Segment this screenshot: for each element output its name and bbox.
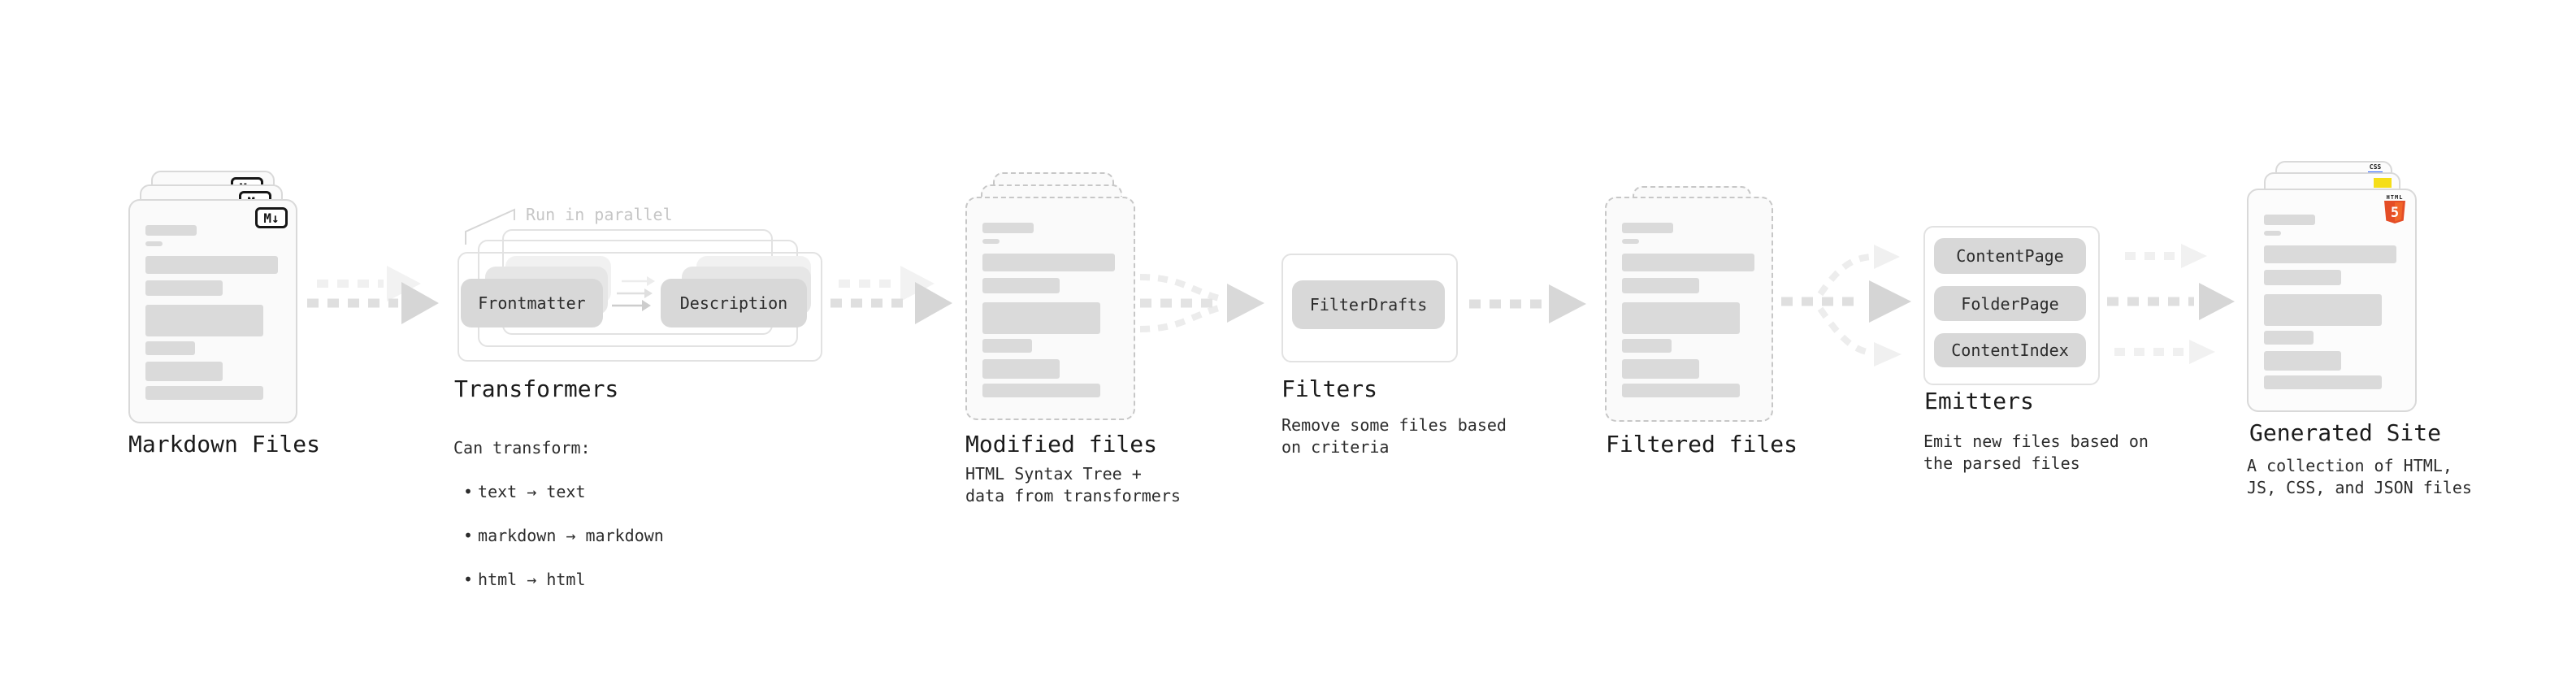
emitters-panel — [1923, 226, 2100, 385]
text-line-placeholder — [1622, 223, 1673, 233]
text-line-placeholder — [2264, 231, 2281, 236]
generated-site-title: Generated Site — [2249, 419, 2442, 446]
css-label: CSS — [2369, 163, 2382, 171]
text-line-placeholder — [145, 362, 223, 381]
text-line-placeholder — [982, 254, 1115, 271]
transformers-title: Transformers — [454, 375, 619, 402]
modified-file-card-front — [965, 197, 1135, 420]
arrow-modified-to-filters — [1139, 274, 1264, 332]
text-line-placeholder — [2264, 375, 2382, 389]
filters-title: Filters — [1281, 375, 1378, 402]
html5-number: 5 — [2391, 205, 2399, 221]
text-line-placeholder — [2264, 351, 2341, 371]
text-line-placeholder — [1622, 339, 1672, 353]
html5-shield: 5 — [2384, 201, 2405, 223]
arrow-transformers-to-modified — [830, 266, 952, 324]
bullet-line: •html → html — [453, 569, 664, 591]
bullet-line: •text → text — [453, 481, 664, 503]
arrow-markdown-to-transformers — [307, 266, 439, 324]
filters-panel — [1281, 254, 1458, 362]
transformers-description: Can transform: •text → text •markdown → … — [453, 415, 664, 613]
bullet-text: html → html — [478, 570, 586, 589]
text-line-placeholder — [145, 386, 263, 400]
js-file-icon — [2374, 178, 2392, 188]
text-line-placeholder — [145, 225, 197, 236]
text-line-placeholder — [145, 341, 195, 355]
bullet-icon: • — [463, 482, 474, 501]
text-line-placeholder — [2264, 331, 2314, 345]
site-file-card-front: HTML 5 — [2247, 189, 2417, 412]
arrow-filters-to-filtered — [1469, 284, 1586, 323]
bullet-line: •markdown → markdown — [453, 525, 664, 547]
text-line-placeholder — [2264, 215, 2315, 225]
contentindex-pill: ContentIndex — [1934, 333, 2086, 367]
can-transform-heading: Can transform: — [453, 438, 591, 458]
generated-site-description: A collection of HTML, JS, CSS, and JSON … — [2247, 456, 2472, 497]
text-line-placeholder — [1622, 384, 1740, 397]
bullet-text: markdown → markdown — [478, 526, 664, 545]
text-line-placeholder — [1622, 254, 1754, 271]
transformer-panel-front — [458, 252, 822, 362]
text-line-placeholder — [2264, 245, 2396, 263]
run-in-parallel-annotation: Run in parallel — [526, 205, 673, 224]
text-line-placeholder — [982, 339, 1032, 353]
contentpage-pill: ContentPage — [1934, 238, 2086, 274]
html5-wordmark: HTML — [2386, 194, 2404, 201]
filters-description: Remove some files based on criteria — [1281, 415, 1507, 457]
text-line-placeholder — [1622, 239, 1639, 244]
markdown-file-card-front: M↓ — [128, 199, 297, 423]
bullet-icon: • — [463, 526, 474, 545]
text-line-placeholder — [2264, 270, 2341, 285]
bullet-text: text → text — [478, 482, 586, 501]
text-line-placeholder — [145, 280, 223, 296]
text-line-placeholder — [982, 302, 1100, 334]
text-line-placeholder — [982, 223, 1034, 233]
text-line-placeholder — [982, 359, 1060, 379]
text-line-placeholder — [2264, 294, 2382, 326]
modified-files-description: HTML Syntax Tree + data from transformer… — [965, 464, 1181, 505]
text-line-placeholder — [1622, 359, 1699, 379]
text-line-placeholder — [145, 305, 263, 336]
text-line-placeholder — [145, 241, 163, 246]
text-line-placeholder — [1622, 302, 1740, 334]
markdown-files-title: Markdown Files — [128, 431, 321, 458]
text-line-placeholder — [982, 239, 1000, 244]
frontmatter-pill: Frontmatter — [461, 279, 603, 327]
modified-files-title: Modified files — [965, 431, 1158, 458]
folderpage-pill: FolderPage — [1934, 286, 2086, 321]
filtered-files-title: Filtered files — [1606, 431, 1798, 458]
arrow-emitters-to-generated — [2107, 244, 2235, 364]
text-line-placeholder — [145, 256, 278, 274]
arrow-filtered-to-emitters — [1781, 245, 1911, 367]
html5-icon: HTML 5 — [2383, 194, 2406, 227]
text-line-placeholder — [982, 384, 1100, 397]
description-pill: Description — [661, 279, 807, 327]
text-line-placeholder — [982, 278, 1060, 293]
filtered-file-card-front — [1605, 197, 1773, 422]
markdown-icon: M↓ — [255, 207, 288, 228]
emitters-description: Emit new files based on the parsed files — [1923, 432, 2149, 473]
text-line-placeholder — [1622, 278, 1699, 293]
bullet-icon: • — [463, 570, 474, 589]
filterdrafts-pill: FilterDrafts — [1292, 280, 1445, 329]
emitters-title: Emitters — [1924, 388, 2034, 414]
